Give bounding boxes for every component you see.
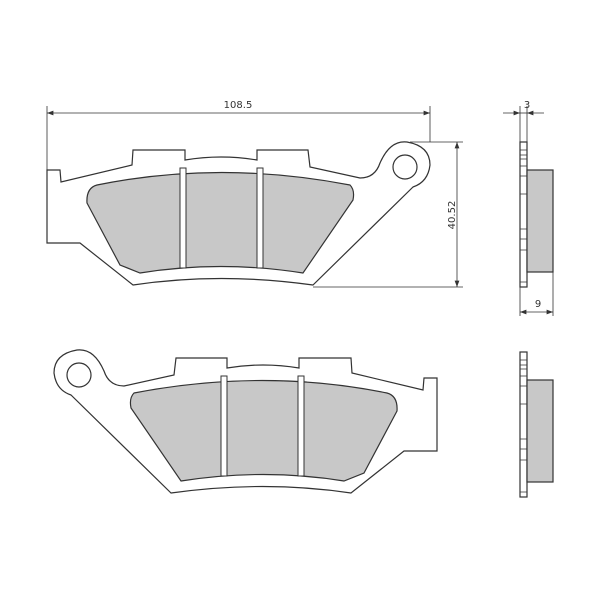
top-brake-pad-front-view xyxy=(46,141,431,286)
total-thickness-dimension: 9 xyxy=(519,272,554,316)
top-brake-pad-side-view xyxy=(519,141,554,288)
bottom-brake-pad-front-view xyxy=(53,349,438,494)
backplate-thickness-dimension: 3 xyxy=(503,100,544,142)
width-dimension: 108.5 xyxy=(46,100,431,170)
height-dimension: 40.52 xyxy=(313,141,463,288)
height-label: 40.52 xyxy=(447,201,458,230)
width-label: 108.5 xyxy=(224,100,253,111)
backplate-thickness-label: 3 xyxy=(524,100,530,111)
bottom-brake-pad-side-view xyxy=(519,351,554,498)
total-thickness-label: 9 xyxy=(535,299,541,310)
